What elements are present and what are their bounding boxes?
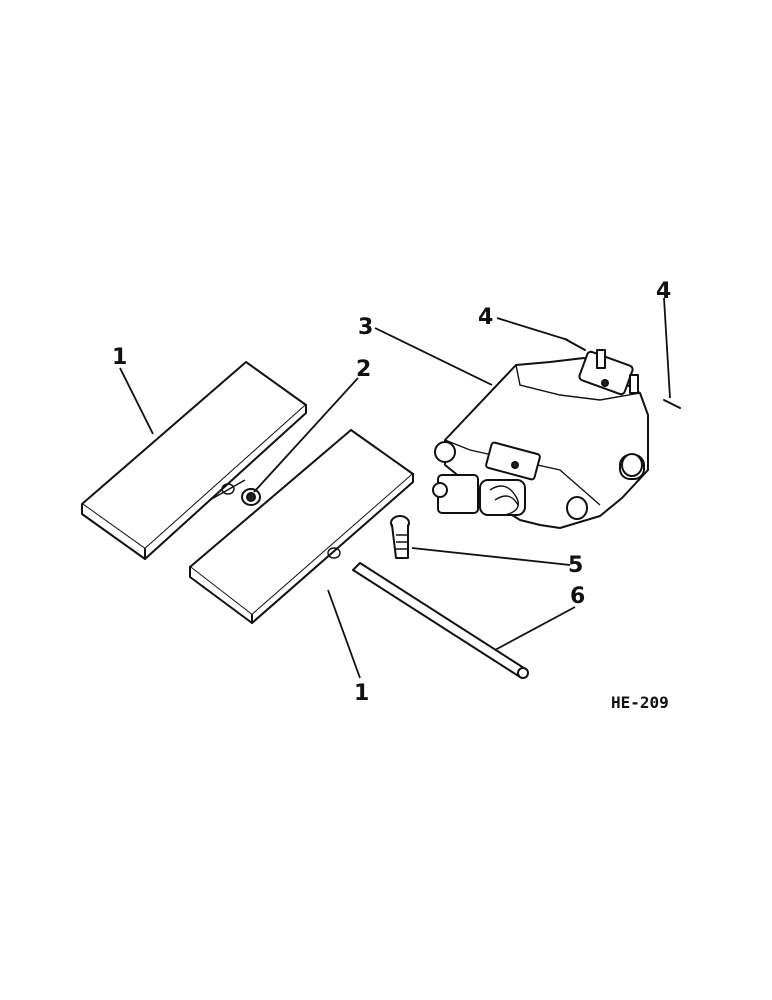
pedal-left bbox=[81, 361, 307, 560]
figure-code: HE-209 bbox=[611, 693, 669, 712]
control-valve bbox=[432, 349, 649, 529]
cotter-pin-top bbox=[564, 338, 586, 351]
callout-rod: 6 bbox=[570, 584, 585, 609]
pedal-right bbox=[189, 429, 414, 624]
leader-pin-right bbox=[663, 297, 671, 399]
leader-rod bbox=[494, 606, 576, 651]
bolt bbox=[390, 515, 410, 559]
callout-pin-top: 4 bbox=[478, 305, 493, 330]
callout-bushing: 2 bbox=[356, 357, 371, 382]
leader-bolt bbox=[411, 547, 571, 566]
callout-valve: 3 bbox=[358, 315, 373, 340]
callout-pedal-right: 1 bbox=[354, 681, 369, 706]
leader-pedal-right bbox=[327, 589, 361, 679]
bushing bbox=[241, 488, 261, 506]
leader-valve bbox=[374, 327, 493, 386]
leader-lines bbox=[119, 297, 671, 679]
cotter-pin-right bbox=[663, 399, 681, 409]
leader-pin-top bbox=[496, 317, 569, 341]
callout-bolt: 5 bbox=[568, 553, 583, 578]
rod bbox=[352, 562, 529, 679]
callout-pin-right: 4 bbox=[656, 279, 671, 304]
leader-pedal-left bbox=[119, 367, 154, 435]
callout-pedal-left: 1 bbox=[112, 345, 127, 370]
leader-bushing bbox=[253, 377, 359, 493]
